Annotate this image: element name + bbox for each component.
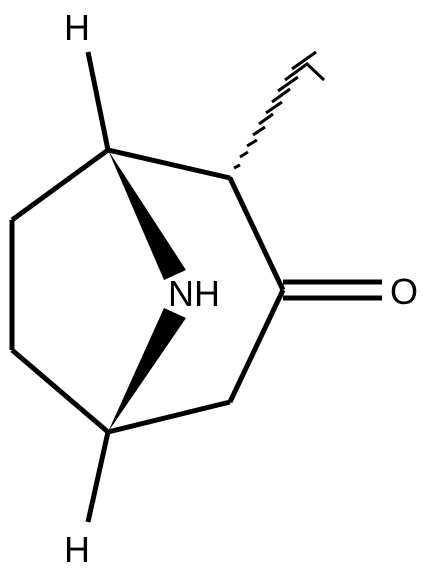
atom-label-h-bottom: H <box>64 529 90 570</box>
wedge-bond-c5-n <box>108 308 186 432</box>
bond-c5-h <box>85 431 111 523</box>
bond-c4-c5 <box>107 399 231 435</box>
atom-label-o: O <box>390 271 418 312</box>
wedge-bond-c1-n <box>108 150 186 280</box>
bond-c1-h <box>85 51 111 151</box>
bond-c6-c5 <box>10 348 110 434</box>
bond-c3-c4 <box>227 288 286 404</box>
atom-label-h-top: H <box>64 7 90 48</box>
hashed-bond-c2-methyl <box>227 50 326 181</box>
bond-c1-c7 <box>10 147 110 223</box>
atom-label-nh: NH <box>168 273 220 314</box>
bond-c2-c3 <box>227 176 286 292</box>
bond-c1-c2 <box>107 147 231 181</box>
